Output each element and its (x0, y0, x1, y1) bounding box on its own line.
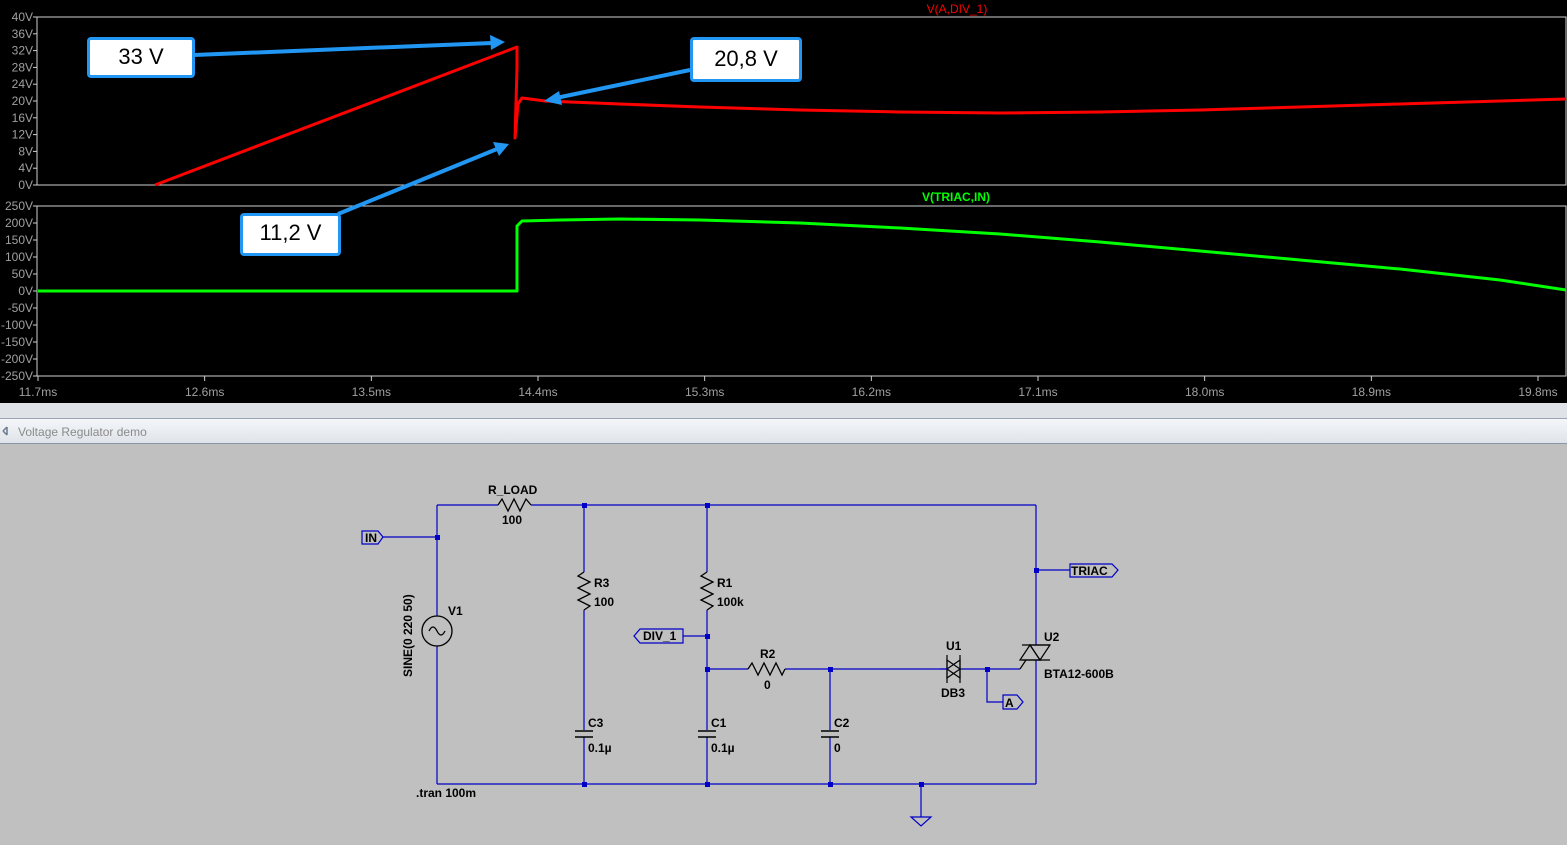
schematic-wires (383, 504, 1070, 817)
upper-y-tick-label: 12V (12, 128, 33, 142)
lower-y-tick-label: 200V (5, 216, 33, 230)
x-tick-label: 12.6ms (185, 385, 224, 399)
lower-y-tick-label: -250V (1, 369, 33, 383)
v1-value: SINE(0 220 50) (401, 594, 415, 677)
r3-name: R3 (594, 576, 610, 590)
x-tick-label: 17.1ms (1018, 385, 1057, 399)
r3-value: 100 (594, 595, 614, 609)
upper-y-tick-label: 8V (18, 144, 33, 158)
lower-y-tick-label: -200V (1, 352, 33, 366)
u1-value: DB3 (941, 686, 965, 700)
lower-y-tick-label: -150V (1, 335, 33, 349)
x-tick-label: 16.2ms (852, 385, 891, 399)
lower-trace-line (38, 217, 1567, 293)
upper-y-axis: 40V 36V 32V 28V 24V 20V 16V 12V 8V 4V 0V (12, 10, 37, 192)
upper-y-tick-label: 24V (12, 77, 33, 91)
upper-trace-line (154, 45, 1567, 187)
schematic-icon (2, 426, 8, 436)
lower-trace-label[interactable]: V(TRIAC,IN) (922, 190, 990, 204)
junction-dots (435, 503, 1039, 787)
r1-resistor[interactable] (699, 571, 715, 611)
lower-y-tick-label: -50V (8, 301, 33, 315)
u2-triac[interactable] (1018, 643, 1052, 670)
x-tick-label: 15.3ms (685, 385, 724, 399)
c2-name: C2 (834, 716, 850, 730)
upper-y-tick-label: 28V (12, 60, 33, 74)
r-load-name: R_LOAD (488, 483, 538, 497)
in-net-label: IN (365, 531, 377, 545)
u1-name: U1 (946, 639, 962, 653)
lower-y-tick-label: 150V (5, 233, 33, 247)
u2-name: U2 (1044, 630, 1060, 644)
x-tick-label: 14.4ms (518, 385, 557, 399)
ground-symbol (909, 816, 933, 827)
c1-capacitor[interactable] (698, 730, 716, 738)
upper-y-tick-label: 4V (18, 161, 33, 175)
triac-net-label: TRIAC (1071, 564, 1108, 578)
r3-resistor[interactable] (576, 571, 592, 611)
dip-voltage-callout: 11,2 V (240, 213, 341, 256)
a-net-flag[interactable]: A (1002, 694, 1024, 710)
triac-net-flag[interactable]: TRIAC (1069, 563, 1119, 578)
lower-y-tick-label: 100V (5, 250, 33, 264)
schematic-window-title: Voltage Regulator demo (18, 425, 147, 439)
pane-separator (0, 403, 1567, 418)
div1-net-label: DIV_1 (643, 629, 677, 643)
upper-y-tick-label: 36V (12, 27, 33, 41)
div1-net-flag[interactable]: DIV_1 (633, 628, 684, 644)
r1-value: 100k (717, 595, 744, 609)
upper-trace-label[interactable]: V(A,DIV_1) (927, 2, 988, 16)
spice-directive[interactable]: .tran 100m (416, 786, 476, 800)
lower-y-tick-label: 0V (18, 284, 33, 298)
c3-capacitor[interactable] (575, 730, 593, 738)
peak-voltage-callout: 33 V (87, 37, 195, 78)
x-tick-label: 19.8ms (1518, 385, 1557, 399)
x-tick-label: 11.7ms (19, 385, 57, 399)
r2-resistor[interactable] (747, 661, 786, 677)
x-tick-label: 13.5ms (352, 385, 391, 399)
r-load-value: 100 (502, 513, 522, 527)
upper-y-tick-label: 0V (18, 178, 33, 192)
lower-y-tick-label: 250V (5, 199, 33, 213)
lower-y-axis: 250V 200V 150V 100V 50V 0V -50V -100V -150V -200V… (1, 199, 37, 383)
r2-value: 0 (764, 678, 771, 692)
r2-name: R2 (760, 647, 776, 661)
lower-y-tick-label: -100V (1, 318, 33, 332)
c2-capacitor[interactable] (821, 730, 839, 738)
upper-y-tick-label: 16V (12, 111, 33, 125)
u2-value: BTA12-600B (1044, 667, 1114, 681)
u1-diac[interactable] (940, 655, 962, 683)
r-load-resistor[interactable] (497, 497, 532, 513)
schematic-titlebar[interactable]: Voltage Regulator demo (0, 418, 1567, 444)
x-tick-label: 18.9ms (1352, 385, 1391, 399)
c2-value: 0 (834, 741, 841, 755)
r1-name: R1 (717, 576, 733, 590)
c3-name: C3 (588, 716, 604, 730)
v1-source[interactable] (421, 615, 453, 647)
c1-name: C1 (711, 716, 727, 730)
c3-value: 0.1µ (588, 741, 612, 755)
annotation-arrows (193, 35, 691, 216)
lower-y-tick-label: 50V (12, 267, 33, 281)
x-axis: 11.7ms 12.6ms 13.5ms 14.4ms 15.3ms 16.2ms 17.1… (19, 376, 1558, 399)
v1-name: V1 (448, 604, 463, 618)
upper-y-tick-label: 32V (12, 44, 33, 58)
schematic-canvas[interactable]: IN DIV_1 TRIAC A R_LOAD 100 V1 SINE(0 22… (0, 444, 1567, 845)
settle-voltage-callout: 20,8 V (690, 37, 802, 82)
in-net-flag[interactable]: IN (361, 530, 384, 545)
upper-y-tick-label: 40V (12, 10, 33, 24)
a-net-label: A (1005, 696, 1014, 710)
x-tick-label: 18.0ms (1185, 385, 1224, 399)
c1-value: 0.1µ (711, 741, 735, 755)
upper-y-tick-label: 20V (12, 94, 33, 108)
